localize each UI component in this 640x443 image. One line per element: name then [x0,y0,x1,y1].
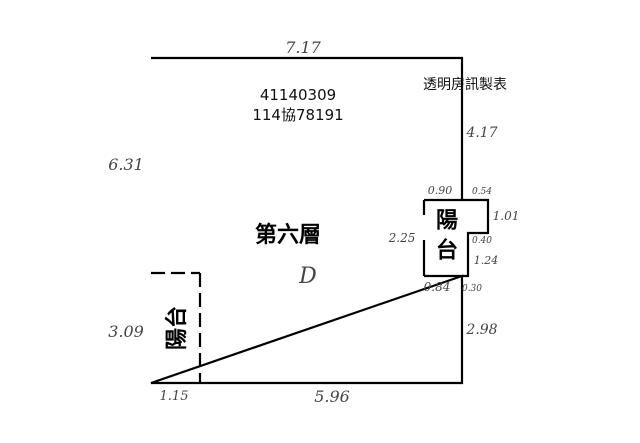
dim-bottom-left: 1.15 [160,389,189,404]
unit-label: D [298,264,317,289]
dim-balcony-top: 0.90 [428,184,453,197]
case-number: 41140309 [260,86,336,104]
dim-balcony-step: 0.40 [472,236,492,246]
dim-left-lower: 3.09 [108,322,144,341]
left-balcony-label: 陽台 [164,306,190,350]
right-balcony-outline [424,198,490,278]
dim-right-upper: 4.17 [465,125,497,141]
right-balcony-label: 陽台 [432,208,458,268]
dim-top: 7.17 [285,38,321,57]
watermark: 透明房訊製表 [423,77,507,93]
dim-balcony-bottom: 0.84 [424,280,451,294]
dim-bottom: 5.96 [314,387,350,406]
agency-number: 114協78191 [252,106,343,124]
dim-balcony-left: 2.25 [388,231,416,245]
floor-label: 第六層 [255,222,321,248]
dim-balcony-bottom-right: 0.30 [462,284,482,294]
dim-right-lower: 2.98 [465,322,497,338]
dim-balcony-top-right: 0.54 [472,187,492,197]
dim-left-upper: 6.31 [108,155,144,174]
dim-balcony-right-lower: 1.24 [474,254,499,267]
main-outline [150,56,464,385]
dim-balcony-right: 1.01 [493,209,520,223]
